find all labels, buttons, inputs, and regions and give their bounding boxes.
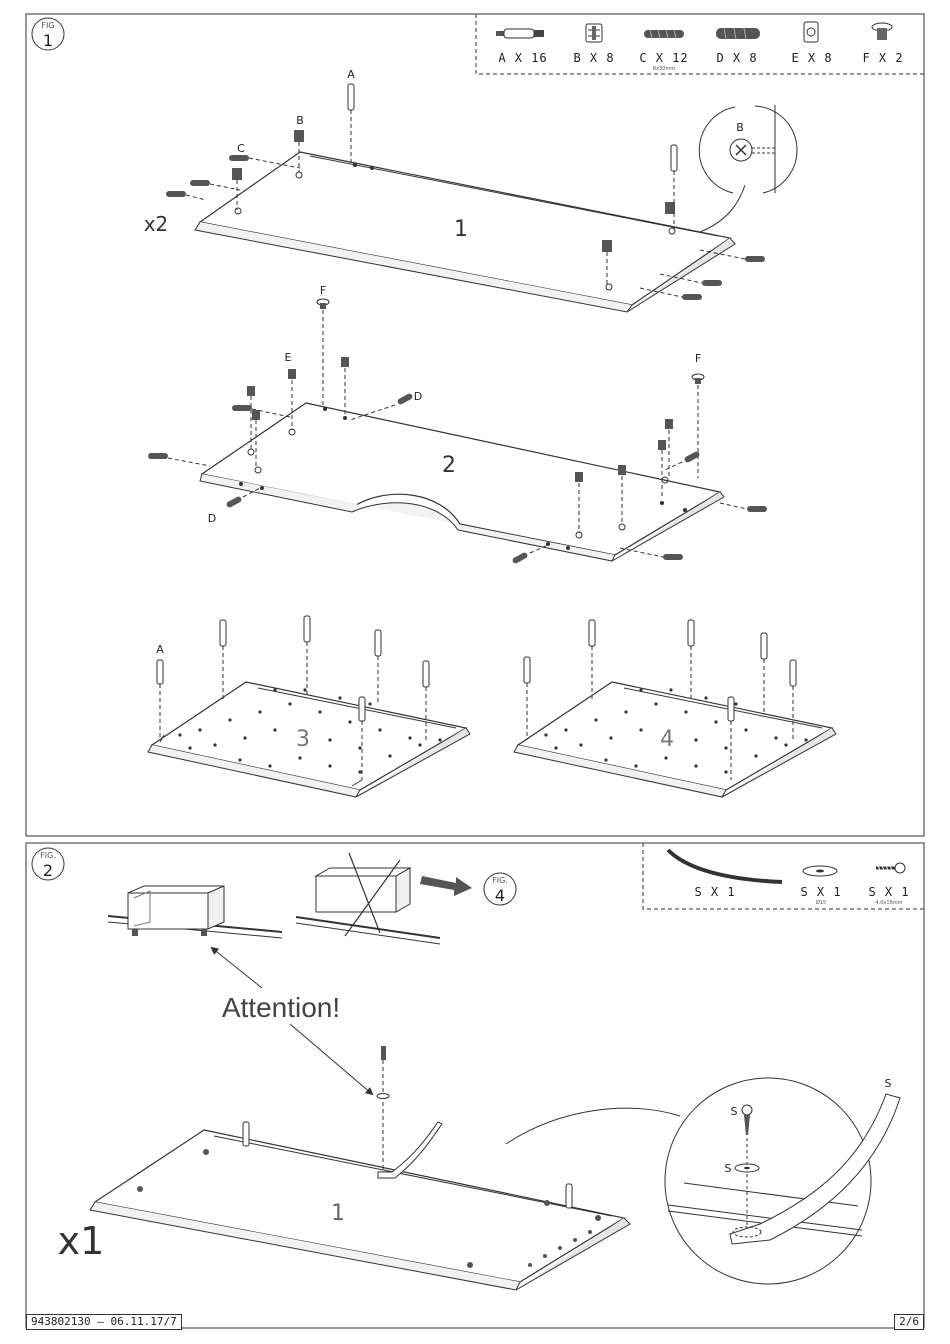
document-code: 943802130 – 06.11.17/7 <box>26 1314 182 1330</box>
fig2-badge-num: 2 <box>43 861 53 880</box>
go-to-fig4-arrow <box>420 876 472 896</box>
fig1-badge-top: FIG <box>41 21 54 30</box>
fig2-panel-number: 1 <box>331 1201 345 1226</box>
callout-c-panel1: C <box>237 142 245 155</box>
fig1-badge: FIG 1 <box>32 18 64 50</box>
detail-label-strap: S <box>885 1077 892 1090</box>
hw-a-label: A X 16 <box>498 51 547 65</box>
hw-f-label: F X 2 <box>862 51 903 65</box>
hw-screw-size: 4.0x16mm <box>875 900 902 906</box>
fig2-multiplier: x1 <box>58 1219 105 1263</box>
fig4-ref-num: 4 <box>495 886 505 905</box>
cabinet-without-feet-crossed <box>296 853 440 944</box>
glide-f-panel2-right <box>692 374 704 478</box>
fig2-screw-and-washer <box>377 1046 389 1170</box>
fig4-ref-top: FIG. <box>492 876 508 885</box>
glide-foot-icon <box>872 23 892 40</box>
screw-icon <box>876 863 905 873</box>
cam-lock-icon <box>586 24 602 42</box>
cam-bolt-icon <box>496 29 544 38</box>
hw-washer-label: S X 1 <box>800 885 841 899</box>
panel-1-assembly: B A B C 1 <box>166 68 797 312</box>
fig2-panel-1-assembly: 1 <box>90 1046 630 1290</box>
hw-d-label: D X 8 <box>716 51 757 65</box>
cam-bolt-a-panel1 <box>348 84 354 162</box>
hw-strap-label: S X 1 <box>694 885 735 899</box>
callout-a-panel3: A <box>156 643 164 656</box>
callout-e-panel2: E <box>285 351 292 364</box>
cabinet-with-feet-illustration <box>108 886 282 938</box>
panel-3-number: 3 <box>296 727 310 752</box>
hw-washer-size: Ø15 <box>816 899 826 906</box>
detail-label-b: B <box>736 121 744 134</box>
fig1-frame <box>26 14 924 836</box>
callout-d-panel2-bottom: D <box>208 512 216 525</box>
glide-f-panel2-left <box>317 299 329 406</box>
callout-b-panel1: B <box>296 114 304 127</box>
strap-icon <box>668 850 782 882</box>
fig1-hardware-legend: A X 16 B X 8 C X 12 8x30mm D X 8 E X 8 F… <box>476 14 924 74</box>
attention-arrow-washer <box>290 1024 372 1094</box>
page-number: 2/6 <box>894 1314 924 1330</box>
wood-dowel-icon <box>644 30 684 38</box>
panel-1-number: 1 <box>454 217 468 242</box>
panel-3-assembly: A 3 <box>148 616 470 797</box>
attention-arrow-feet <box>212 948 262 988</box>
fig1-badge-num: 1 <box>43 31 53 50</box>
washer-icon <box>803 866 837 876</box>
hw-b-label: B X 8 <box>573 51 614 65</box>
hw-c-label: C X 12 <box>639 51 688 65</box>
panel-2-assembly: F F E D D 2 <box>148 284 767 564</box>
panel-2-number: 2 <box>442 453 456 478</box>
callout-f-panel2-right: F <box>695 352 701 365</box>
panel-4-assembly: 4 <box>514 620 836 797</box>
fig2-badge-top: FIG. <box>40 851 56 860</box>
callout-a-panel1: A <box>347 68 355 81</box>
hw-screw-label: S X 1 <box>868 885 909 899</box>
fig2-badge: FIG. 2 <box>32 848 64 880</box>
detail-label-washer: S <box>725 1162 732 1175</box>
hw-e-label: E X 8 <box>791 51 832 65</box>
panel-4-number: 4 <box>660 727 674 752</box>
fig4-reference-badge[interactable]: FIG. 4 <box>484 873 516 905</box>
detail-cam-lock: B <box>699 105 797 232</box>
callout-d-panel2-top: D <box>414 390 422 403</box>
detail-label-screw: S <box>731 1105 738 1118</box>
cam-housing-icon <box>804 22 818 42</box>
hw-c-size: 8x30mm <box>653 66 675 72</box>
fig1-multiplier: x2 <box>144 212 169 236</box>
dowel-icon <box>716 28 760 39</box>
callout-f-panel2-left: F <box>320 284 326 297</box>
attention-text: Attention! <box>222 992 340 1023</box>
fig2-hardware-legend: S X 1 S X 1 Ø15 S X 1 4.0x16mm <box>643 843 924 909</box>
